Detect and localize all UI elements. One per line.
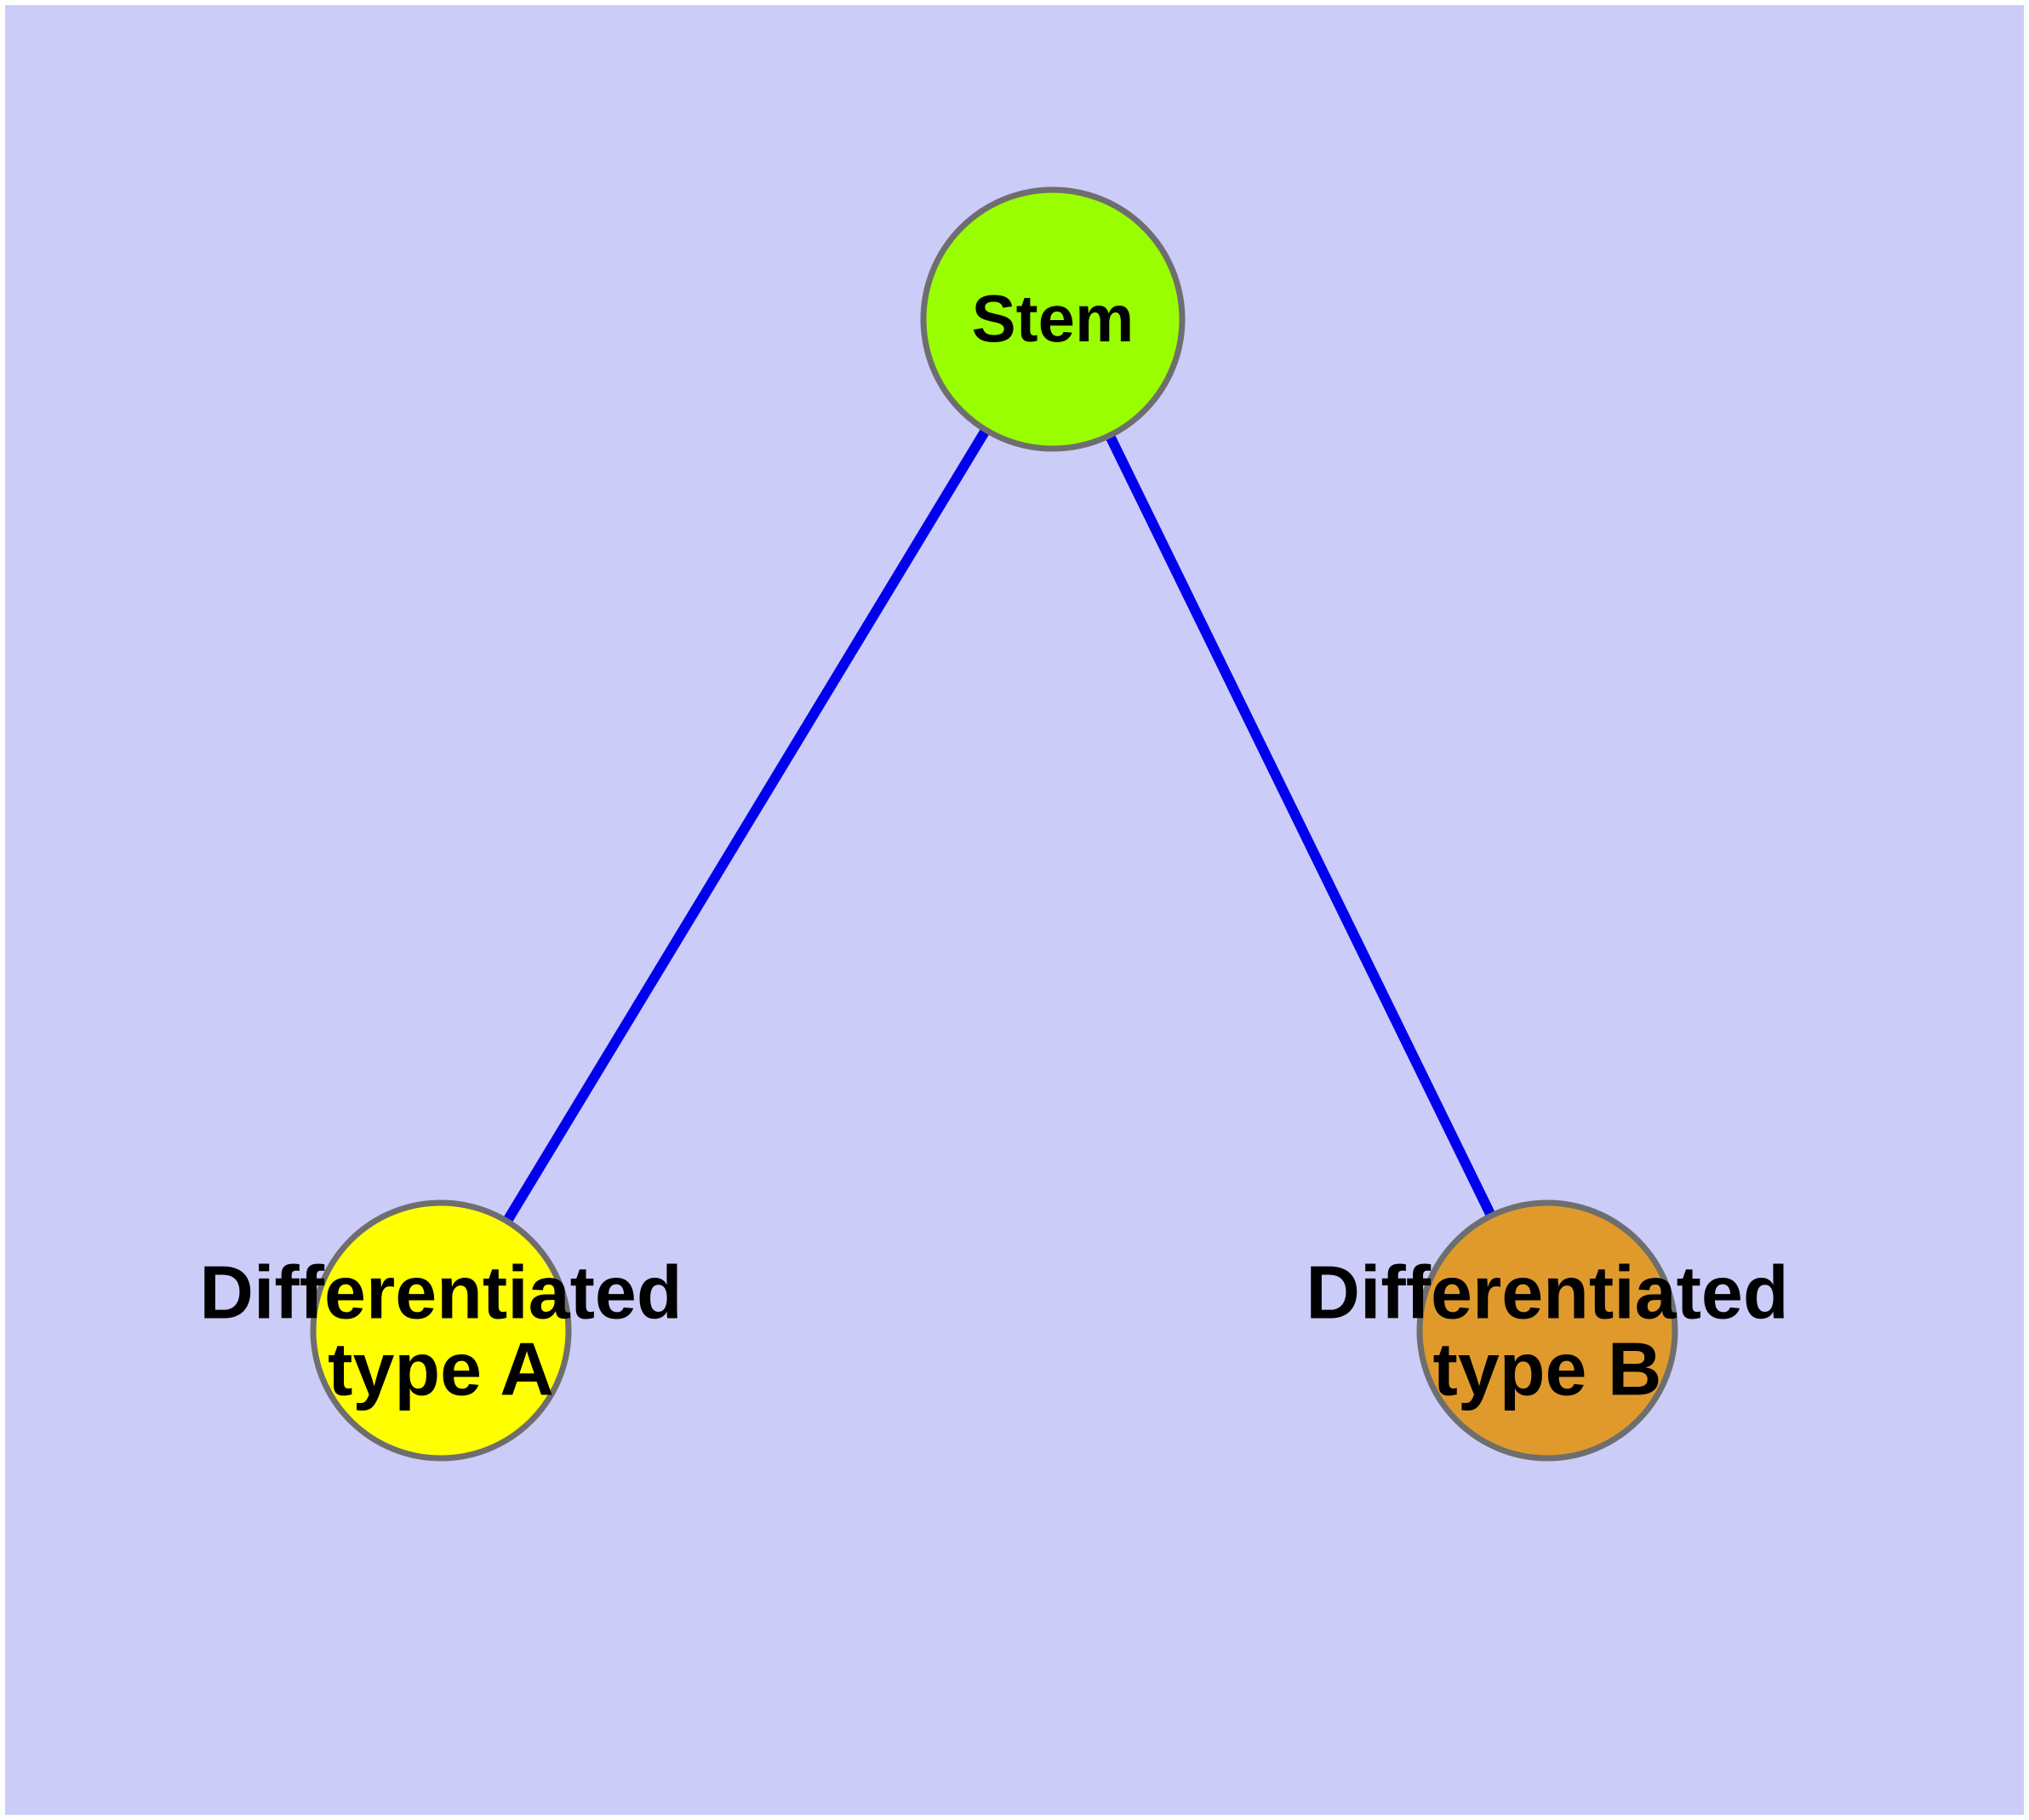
edges-group [503, 428, 1495, 1223]
nodes-group [310, 186, 1678, 1462]
node-stem[interactable] [920, 186, 1186, 452]
node-differentiated-type-b[interactable] [1416, 1199, 1678, 1462]
edge-stem-to-differentiated-type-b[interactable] [1106, 434, 1495, 1217]
edge-stem-to-differentiated-type-a[interactable] [503, 428, 990, 1223]
node-differentiated-type-a[interactable] [310, 1199, 572, 1462]
